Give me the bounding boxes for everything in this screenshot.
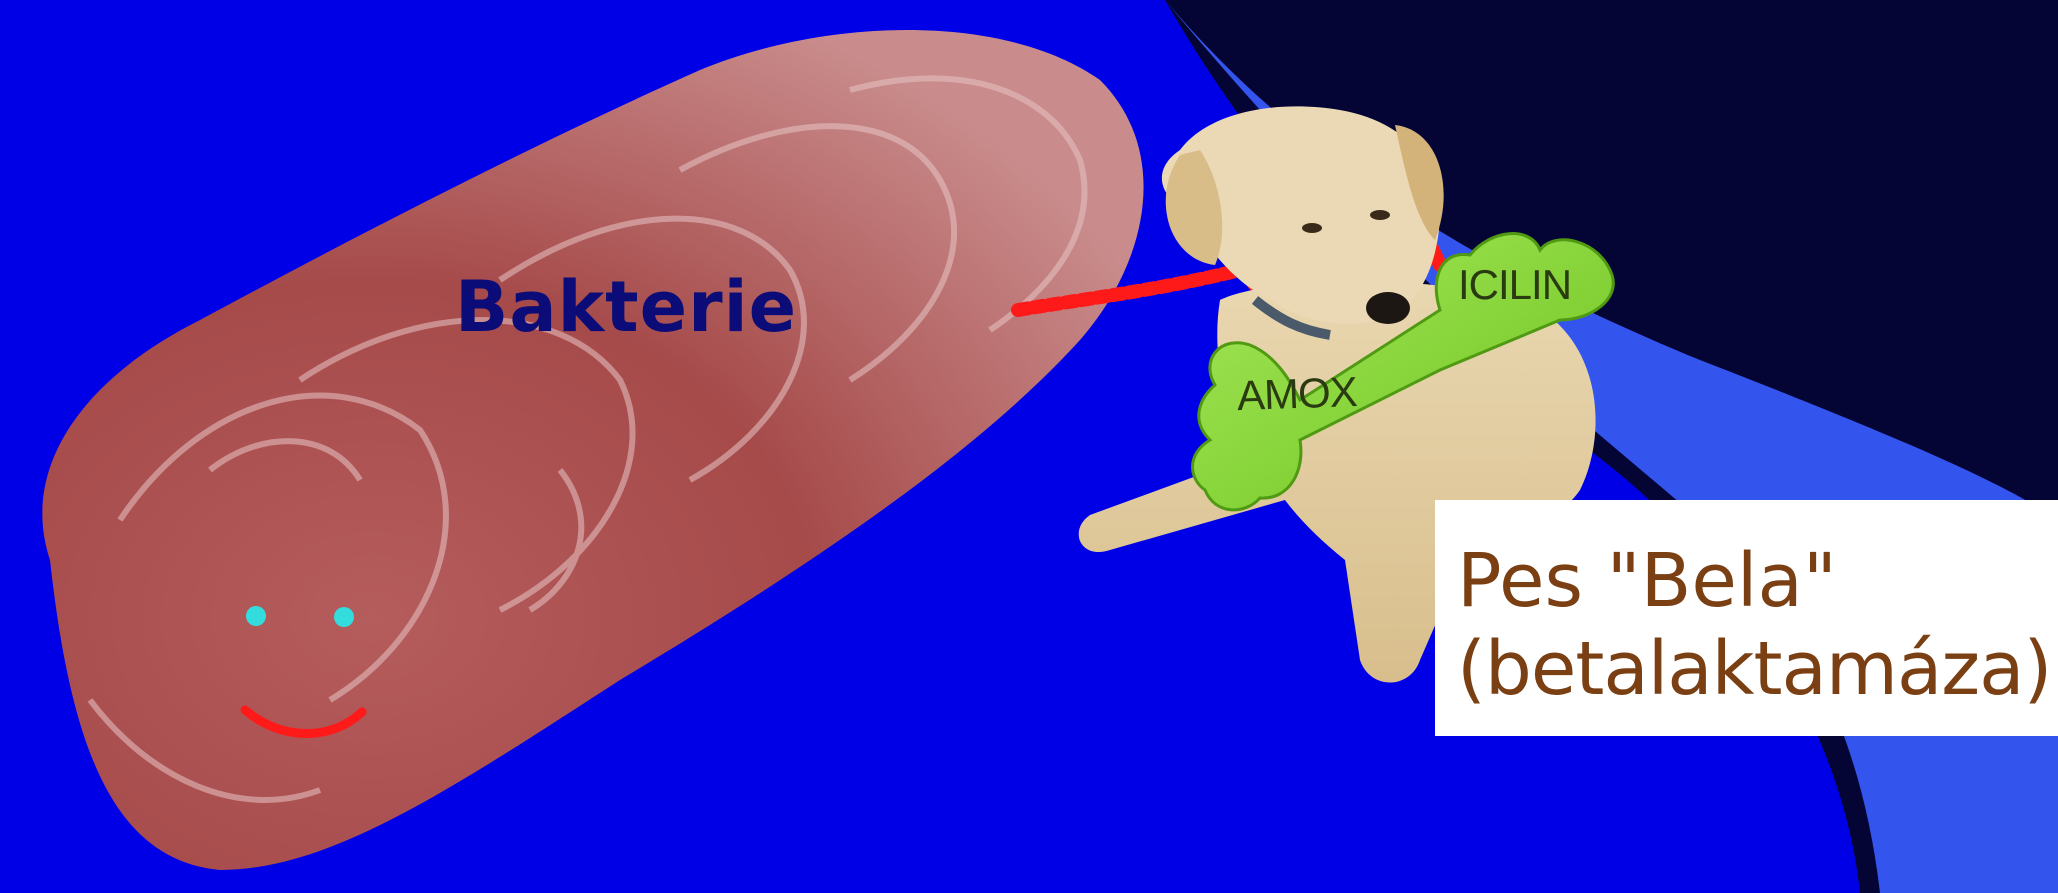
left-eye <box>246 606 266 626</box>
bacterium-label: Bakterie <box>455 272 797 342</box>
bacterium-image <box>42 30 1143 870</box>
caption-subtitle: (betalaktamáza) <box>1457 632 2051 706</box>
bone-right-label: ICILIN <box>1458 264 1571 306</box>
dog-caption-box: Pes "Bela" (betalaktamáza) <box>1435 500 2058 736</box>
right-eye <box>334 607 354 627</box>
bone-left-label: AMOX <box>1236 371 1357 417</box>
caption-title: Pes "Bela" <box>1457 544 1837 618</box>
